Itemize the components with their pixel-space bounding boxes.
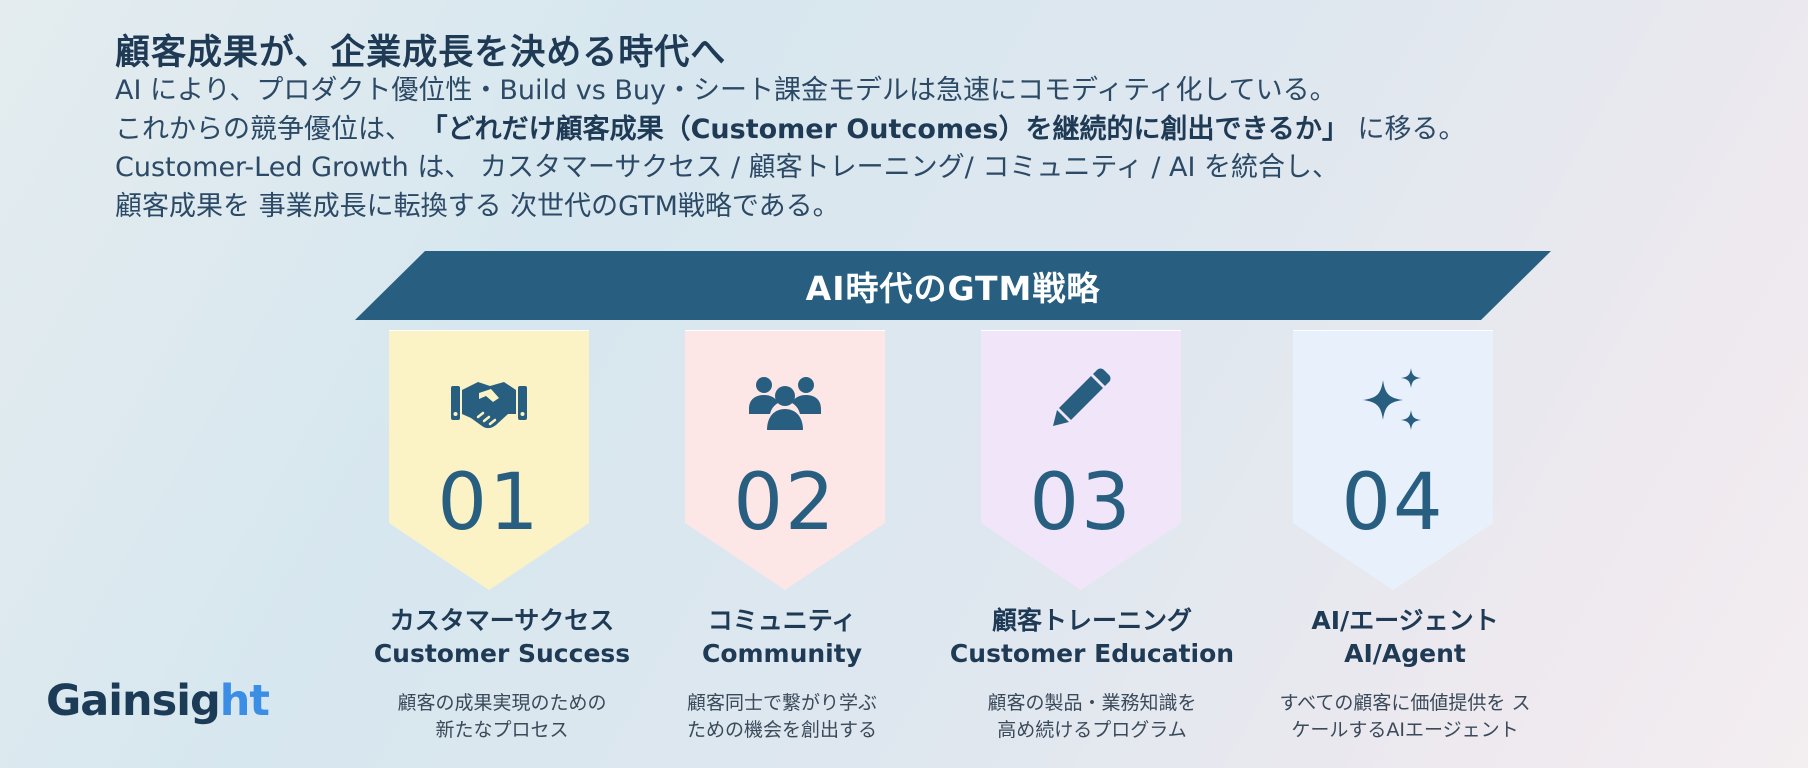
caption-customer-success: カスタマーサクセス Customer Success 顧客の成果実現のための 新… [342, 604, 662, 744]
pencil-icon [1053, 368, 1111, 426]
lead-line-3: Customer-Led Growth は、 カスタマーサクセス / 顧客トレー… [115, 152, 1340, 183]
caption-description: 顧客の製品・業務知識を 高め続けるプログラム [932, 690, 1252, 744]
lead-line-4: 顧客成果を 事業成長に転換する 次世代のGTM戦略である。 [115, 190, 840, 222]
caption-community: コミュニティ Community 顧客同士で繋がり学ぶ ための機会を創出する [622, 604, 942, 744]
sparkle-icon [1363, 368, 1421, 430]
caption-title-jp: コミュニティ [707, 606, 857, 635]
caption-title-en: Customer Success [373, 639, 631, 668]
gainsight-logo: Gainsight [46, 676, 270, 726]
people-icon [749, 377, 821, 430]
caption-description: 顧客同士で繋がり学ぶ ための機会を創出する [622, 690, 942, 744]
caption-desc-line-2: ケールするAIエージェント [1291, 719, 1519, 741]
logo-text: Gainsig [46, 676, 221, 726]
card-customer-success: 01 [389, 330, 589, 590]
caption-ai-agent: AI/エージェント AI/Agent すべての顧客に価値提供を ス ケールするA… [1245, 604, 1565, 744]
card-ai-agent: 04 [1293, 330, 1493, 590]
lead-line-2-post: に移る。 [1357, 113, 1466, 145]
lead-line-2-pre: これからの競争優位は、 [115, 113, 412, 145]
caption-title-en: Community [701, 639, 863, 668]
lead-line-1: AI により、プロダクト優位性・Build vs Buy・シート課金モデルは急速… [115, 75, 1337, 106]
lead-line-2: これからの競争優位は、 「どれだけ顧客成果（Customer Outcomes）… [115, 111, 1466, 150]
card-customer-education: 03 [981, 330, 1181, 590]
logo-text-accent: ht [219, 676, 270, 726]
lead-paragraph: AI により、プロダクト優位性・Build vs Buy・シート課金モデルは急速… [115, 72, 1466, 226]
caption-desc-line-1: 顧客の成果実現のための [397, 692, 607, 714]
card-number: 03 [1029, 458, 1133, 548]
caption-desc-line-1: 顧客の製品・業務知識を [987, 692, 1197, 714]
caption-title-en: AI/Agent [1344, 639, 1466, 668]
page-title: 顧客成果が、企業成長を決める時代へ [115, 33, 727, 73]
caption-desc-line-1: 顧客同士で繋がり学ぶ [686, 692, 877, 714]
caption-description: すべての顧客に価値提供を ス ケールするAIエージェント [1245, 690, 1565, 744]
caption-desc-line-2: ための機会を創出する [686, 719, 877, 741]
caption-desc-line-2: 高め続けるプログラム [997, 719, 1187, 741]
handshake-icon [451, 382, 527, 429]
card-number: 04 [1341, 458, 1445, 548]
caption-desc-line-1: すべての顧客に価値提供を ス [1279, 692, 1531, 714]
card-number: 01 [437, 458, 541, 548]
caption-desc-line-2: 新たなプロセス [435, 719, 569, 741]
card-community: 02 [685, 330, 885, 590]
caption-title-en: Customer Education [949, 639, 1235, 668]
caption-title-jp: カスタマーサクセス [389, 606, 615, 635]
lead-line-2-emphasis: 「どれだけ顧客成果（Customer Outcomes）を継続的に創出できるか」 [420, 113, 1349, 145]
caption-description: 顧客の成果実現のための 新たなプロセス [342, 690, 662, 744]
caption-title-jp: AI/エージェント [1311, 606, 1499, 635]
card-number: 02 [733, 458, 837, 548]
caption-title-jp: 顧客トレーニング [991, 606, 1192, 635]
strategy-banner: AI時代のGTM戦略 [355, 251, 1551, 320]
caption-customer-education: 顧客トレーニング Customer Education 顧客の製品・業務知識を … [932, 604, 1252, 744]
banner-title: AI時代のGTM戦略 [805, 268, 1101, 308]
